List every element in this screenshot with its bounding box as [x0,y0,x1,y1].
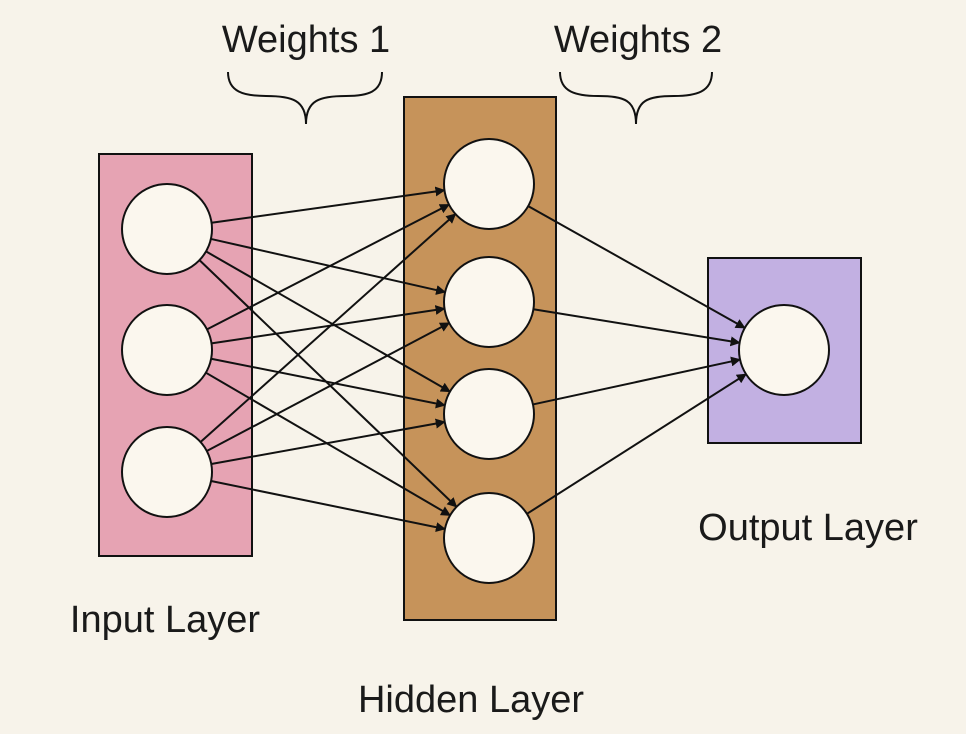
connection-input1-hidden4 [198,259,458,508]
hidden-node-2 [443,256,535,348]
nodes [121,138,830,584]
connection-input1-hidden2 [210,237,447,295]
connection-input1-hidden3 [205,250,451,393]
connection-input3-hidden2 [206,322,451,452]
weights2-label: Weights 2 [554,19,722,61]
weights1-label: Weights 1 [222,19,390,61]
output-layer-label: Output Layer [698,507,918,549]
connection-input2-hidden2 [211,305,446,345]
weights1-brace [227,71,383,125]
connections [198,186,747,533]
output-node-1 [738,304,830,396]
connection-hidden4-output1 [526,373,747,515]
connection-input3-hidden4 [210,480,446,533]
input-node-1 [121,183,213,275]
connection-hidden1-output1 [527,205,746,329]
connection-input3-hidden1 [199,213,457,443]
connection-hidden3-output1 [532,356,742,406]
connection-hidden2-output1 [533,308,741,347]
hidden-layer-label: Hidden Layer [358,679,584,721]
hidden-node-1 [443,138,535,230]
input-layer-label: Input Layer [70,599,260,641]
weights2-brace [559,71,713,125]
connection-input2-hidden1 [206,203,450,331]
input-node-3 [121,426,213,518]
connection-input2-hidden3 [210,357,446,409]
connection-input1-hidden1 [211,186,446,224]
input-node-2 [121,304,213,396]
hidden-node-3 [443,368,535,460]
hidden-node-4 [443,492,535,584]
connection-input3-hidden3 [211,418,446,466]
